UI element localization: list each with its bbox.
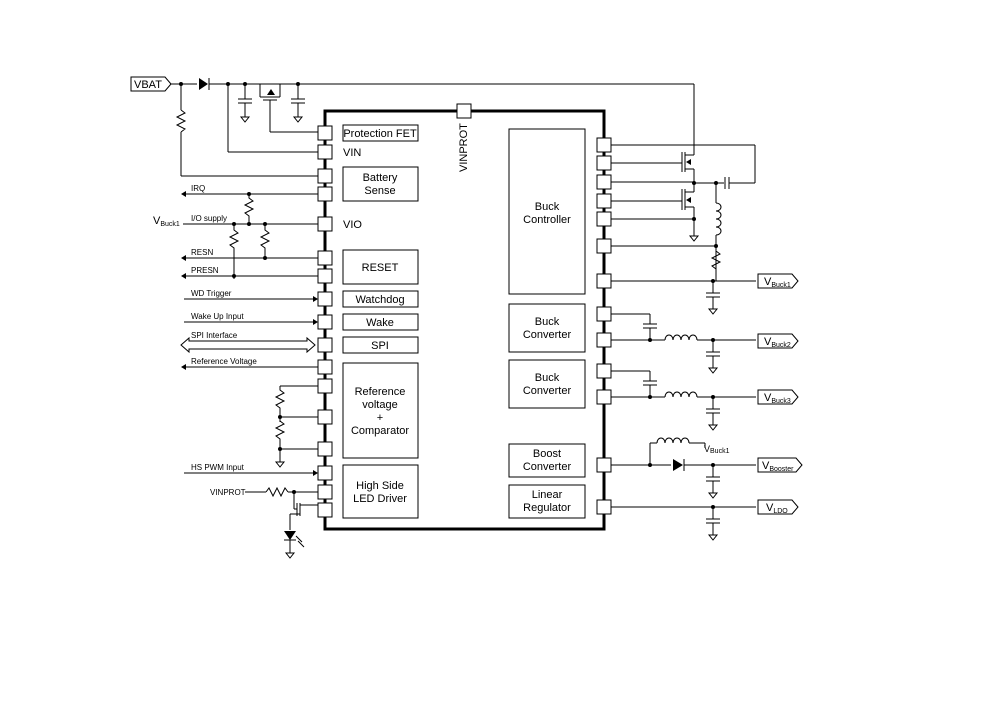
buck-controller-label-1: Buck — [535, 201, 560, 213]
reference-block — [342, 362, 419, 459]
wakeup-input-label: Wake Up Input — [191, 312, 244, 321]
vbuck1-output-port — [757, 273, 799, 289]
led-driver-fet-icon — [289, 503, 319, 530]
buck3-inductor-icon — [664, 391, 698, 398]
bootstrap-capacitor-icon — [724, 177, 733, 189]
buck1-inductor-icon — [715, 202, 722, 236]
resn-label: RESN — [191, 248, 213, 257]
wd-trigger-label: WD Trigger — [191, 289, 232, 298]
io-supply-label: I/O supply — [191, 214, 227, 223]
vinprot-pin-label: VINPROT — [458, 123, 470, 172]
buck-converter-2-label-2: Converter — [523, 329, 572, 341]
spi-bus-arrow — [180, 336, 316, 354]
vin-pin-label: VIN — [343, 147, 361, 159]
led-icon — [284, 531, 305, 559]
boost-diode-icon — [673, 459, 685, 471]
boost-converter-block — [508, 443, 586, 478]
battery-sense-block — [342, 166, 419, 202]
vbat-label: VBAT — [134, 79, 162, 91]
high-side-led-block — [342, 464, 419, 519]
reference-label-1: Reference — [355, 386, 406, 398]
fet-capacitor-icon — [291, 84, 305, 123]
buck-converter-2-label-1: Buck — [535, 316, 560, 328]
vinprot-pin — [456, 103, 472, 119]
buck2-inductor-icon — [664, 334, 698, 341]
linear-regulator-label-2: Regulator — [523, 502, 571, 514]
wake-label: Wake — [366, 317, 394, 329]
reference-label-4: Comparator — [351, 425, 409, 437]
battery-sense-label-2: Sense — [364, 185, 395, 197]
protection-fet-block — [342, 124, 419, 142]
high-side-fet-icon — [611, 146, 695, 183]
vbat-port — [130, 76, 172, 92]
vbooster-output-label: VBooster — [762, 460, 794, 473]
presn-label: PRESN — [191, 266, 219, 275]
buck1-output-capacitor-icon — [706, 281, 720, 315]
irq-label: IRQ — [191, 184, 205, 193]
boost-inductor-icon — [656, 437, 690, 444]
buck3-output-capacitor-icon — [706, 397, 720, 431]
reset-label: RESET — [362, 262, 399, 274]
buck-converter-3-block — [508, 359, 586, 409]
vbuck1-io-label: VBuck1 — [153, 215, 180, 228]
boost-converter-label-2: Converter — [523, 461, 572, 473]
buck-controller-label-2: Controller — [523, 214, 571, 226]
watchdog-block — [342, 290, 419, 308]
high-side-label-1: High Side — [356, 480, 404, 492]
wake-block — [342, 313, 419, 331]
reference-label-3: + — [377, 412, 383, 424]
vldo-output-label: VLDO — [766, 502, 788, 515]
reference-voltage-label: Reference Voltage — [191, 357, 257, 366]
hs-pwm-input-label: HS PWM Input — [191, 463, 245, 472]
linear-regulator-block — [508, 484, 586, 519]
spi-block — [342, 336, 419, 354]
battery-sense-label-1: Battery — [363, 172, 398, 184]
linear-regulator-label-1: Linear — [532, 489, 563, 501]
sense-resistor-icon — [175, 109, 187, 133]
protection-fet-icon — [259, 84, 318, 133]
watchdog-label: Watchdog — [355, 294, 404, 306]
spi-interface-label: SPI Interface — [191, 331, 238, 340]
buck-converter-3-label-1: Buck — [535, 372, 560, 384]
vbuck1-output-label: VBuck1 — [764, 276, 791, 289]
boost-input-vbuck1-label: VBuck1 — [704, 444, 730, 455]
boost-converter-label-1: Boost — [533, 448, 561, 460]
vbooster-output-port — [757, 457, 803, 473]
right-pins — [596, 137, 612, 515]
reference-label-2: voltage — [362, 399, 397, 411]
vbuck3-output-port — [757, 389, 799, 405]
vldo-output-port — [757, 499, 799, 515]
buck-converter-2-block — [508, 303, 586, 353]
input-capacitor-icon — [238, 84, 252, 123]
buck-converter-3-label-2: Converter — [523, 385, 572, 397]
high-side-label-2: LED Driver — [353, 493, 407, 505]
vbuck2-output-label: VBuck2 — [764, 336, 791, 349]
ldo-output-capacitor-icon — [706, 507, 720, 541]
boost-output-capacitor-icon — [706, 465, 720, 499]
low-side-fet-icon — [611, 183, 700, 242]
vbuck3-output-label: VBuck3 — [764, 392, 791, 405]
reverse-diode-icon — [199, 78, 210, 90]
vbuck2-output-port — [757, 333, 799, 349]
protection-fet-label: Protection FET — [343, 128, 417, 140]
reset-block — [342, 249, 419, 285]
spi-label: SPI — [371, 340, 389, 352]
vio-pin-label: VIO — [343, 219, 362, 231]
buck-controller-block — [508, 128, 586, 295]
vinprot-led-label: VINPROT — [210, 488, 246, 497]
buck2-output-capacitor-icon — [706, 340, 720, 374]
